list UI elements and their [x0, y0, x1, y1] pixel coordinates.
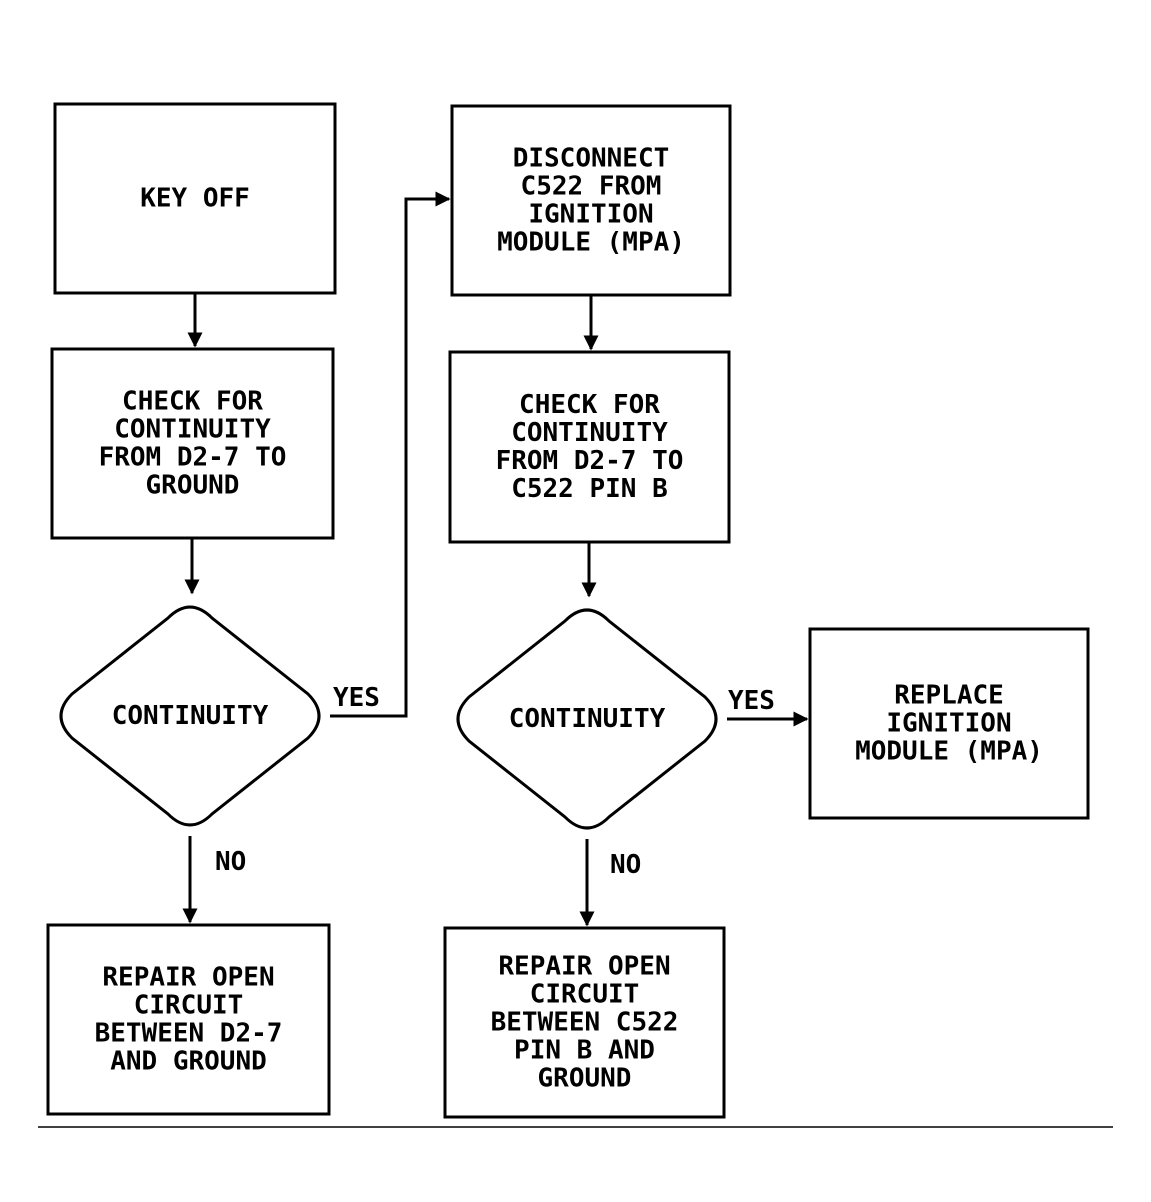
decision-diamond	[59, 605, 321, 827]
continuity-decision-2: CONTINUITY	[456, 608, 718, 830]
node-text-line: REPAIR OPEN	[102, 963, 274, 993]
node-text-line: MODULE (MPA)	[497, 228, 685, 258]
node-text-line: CIRCUIT	[530, 980, 640, 1010]
process-rect	[50, 347, 335, 540]
process-rect	[808, 627, 1090, 820]
continuity-decision-1: CONTINUITY	[59, 605, 321, 827]
node-text-line: BETWEEN D2-7	[95, 1019, 283, 1049]
node-text-line: DISCONNECT	[513, 144, 670, 174]
process-rect	[448, 350, 731, 544]
node-text-line: CONTINUITY	[509, 704, 666, 734]
node-text-line: REPLACE	[894, 681, 1004, 711]
yes-label: YES	[728, 686, 775, 716]
node-text-line: REPAIR OPEN	[498, 952, 670, 982]
node-text-line: PIN B AND	[514, 1036, 655, 1066]
node-text-line: CHECK FOR	[122, 387, 263, 417]
node-text-line: MODULE (MPA)	[855, 737, 1043, 767]
process-rect	[46, 923, 331, 1116]
yes-label: YES	[333, 683, 380, 713]
node-text-line: FROM D2-7 TO	[99, 443, 287, 473]
node-text-line: CONTINUITY	[511, 418, 668, 448]
node-text-line: GROUND	[146, 471, 240, 501]
decision-diamond	[456, 608, 718, 830]
connector-arrow	[330, 191, 451, 718]
node-text-line: CONTINUITY	[112, 701, 269, 731]
node-text-line: CIRCUIT	[134, 991, 244, 1021]
node-text-line: IGNITION	[886, 709, 1011, 739]
node-text-line: CHECK FOR	[519, 390, 660, 420]
node-text-line: GROUND	[538, 1064, 632, 1094]
process-rect	[53, 102, 337, 295]
process-rect	[450, 104, 732, 297]
no-label: NO	[610, 850, 641, 880]
node-text-line: KEY OFF	[140, 184, 250, 214]
node-text-line: IGNITION	[528, 200, 653, 230]
node-text-line: C522 PIN B	[511, 474, 668, 504]
no-label: NO	[215, 847, 246, 877]
process-rect	[443, 926, 726, 1119]
node-text-line: AND GROUND	[110, 1047, 267, 1077]
node-text-line: BETWEEN C522	[491, 1008, 679, 1038]
key-off-box: KEY OFF	[53, 102, 337, 295]
node-text-line: FROM D2-7 TO	[496, 446, 684, 476]
node-text-line: CONTINUITY	[114, 415, 271, 445]
node-text-line: C522 FROM	[521, 172, 662, 202]
